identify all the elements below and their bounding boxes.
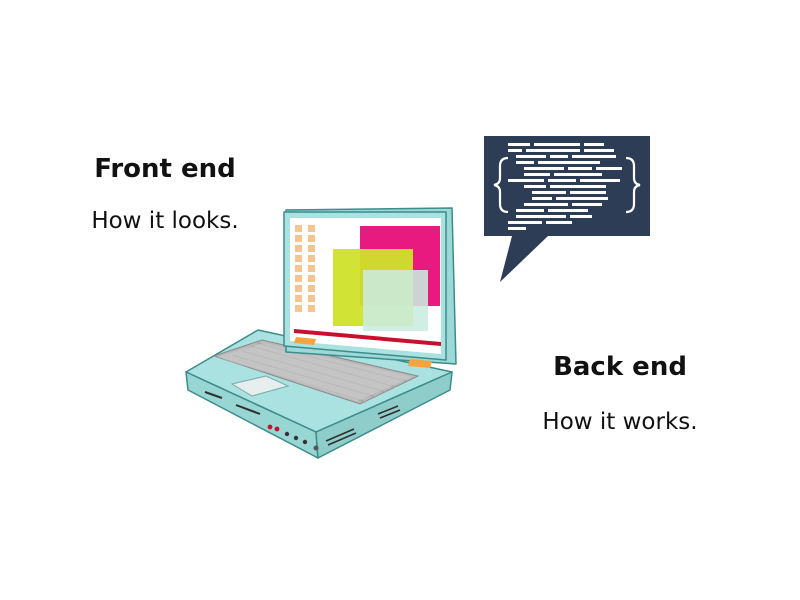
screen-baseline (294, 329, 441, 346)
port-3 (302, 439, 308, 445)
code-bubble-tail (500, 236, 548, 282)
screen-mint-panel (363, 270, 428, 331)
laptop-icon (185, 207, 457, 459)
right-brace-icon (625, 156, 641, 214)
keyboard-keys-light (218, 343, 412, 401)
left-brace-icon (493, 156, 509, 214)
back-end-caption: Back end How it works. (510, 350, 730, 437)
front-slot (204, 391, 223, 399)
front-end-caption: Front end How it looks. (60, 152, 270, 236)
port-2 (293, 435, 299, 441)
touchpad (230, 375, 290, 397)
hinge-left (294, 337, 316, 345)
front-end-title: Front end (94, 154, 236, 184)
screen-sidebar-tiles (295, 225, 315, 312)
led-1 (267, 424, 273, 430)
front-slot-2 (235, 404, 261, 415)
code-lines (508, 143, 622, 230)
side-vents (325, 405, 401, 446)
back-end-title: Back end (553, 352, 687, 382)
led-2 (274, 426, 280, 432)
code-speech-bubble-icon (484, 136, 650, 282)
port-1 (284, 431, 290, 437)
hinge-right (408, 359, 432, 368)
back-end-subtitle: How it works. (542, 409, 698, 435)
front-end-subtitle: How it looks. (91, 208, 239, 234)
side-port (313, 445, 319, 451)
